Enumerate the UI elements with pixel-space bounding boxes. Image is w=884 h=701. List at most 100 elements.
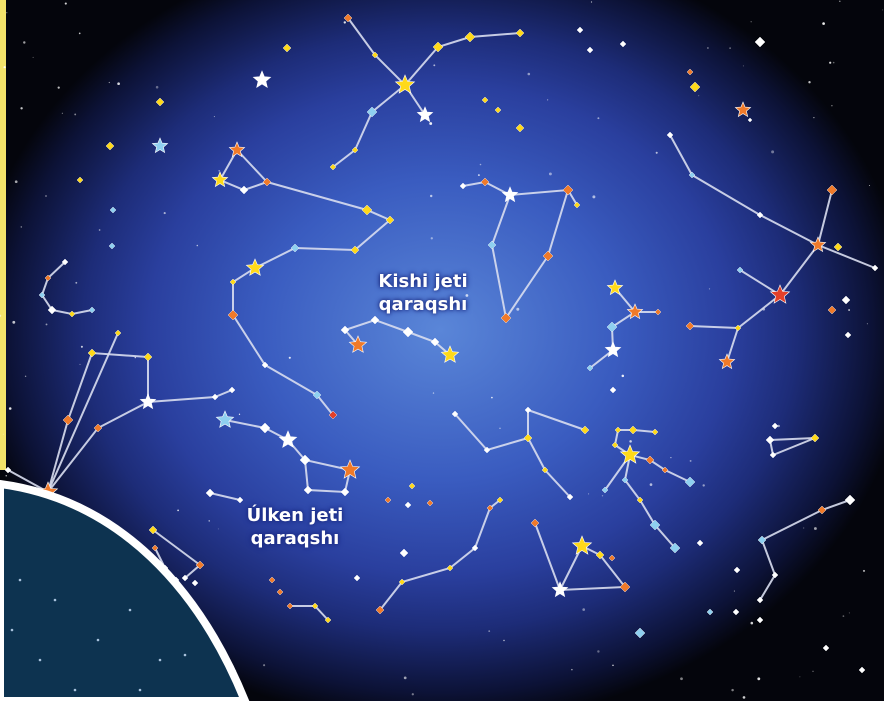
triangle-star xyxy=(810,433,820,443)
little-dipper-star xyxy=(430,337,440,347)
lower-left-star xyxy=(195,560,205,570)
background-star xyxy=(597,117,600,120)
triangle-star xyxy=(765,435,775,445)
background-star xyxy=(45,195,47,197)
lone-star xyxy=(426,499,434,507)
background-star xyxy=(0,314,2,317)
background-star xyxy=(61,112,63,114)
earth-star xyxy=(138,688,142,692)
boötes-line xyxy=(462,180,578,206)
hydra-star xyxy=(375,605,385,615)
draco-star xyxy=(290,243,300,253)
boötes-star xyxy=(480,177,490,187)
cygnus-star xyxy=(809,236,827,253)
perseus-star xyxy=(114,329,122,337)
background-star xyxy=(629,440,632,443)
background-star xyxy=(731,688,734,692)
draco-star xyxy=(262,177,272,187)
earth-horizon xyxy=(0,479,250,701)
background-star xyxy=(655,151,658,154)
cassiopeia-star xyxy=(88,306,96,314)
background-star xyxy=(842,615,845,617)
background-star xyxy=(812,670,814,672)
background-star xyxy=(238,413,241,415)
background-star xyxy=(432,392,435,394)
perseus-star xyxy=(4,466,12,474)
background-star xyxy=(208,520,210,522)
draco-star xyxy=(361,204,373,216)
background-star xyxy=(680,677,683,681)
background-star xyxy=(527,72,531,76)
background-star xyxy=(12,320,16,324)
lone-star xyxy=(268,576,276,584)
background-star xyxy=(866,323,868,325)
lone-star xyxy=(76,176,84,184)
triangle-star xyxy=(771,422,779,430)
hydra-star xyxy=(496,496,504,504)
boötes-star xyxy=(500,312,512,324)
top-center-star xyxy=(343,13,353,23)
background-star xyxy=(14,180,18,184)
hercules-star xyxy=(628,425,638,435)
cassiopeia-star xyxy=(44,274,52,282)
background-star xyxy=(20,226,23,228)
background-star xyxy=(750,621,754,625)
earth-star xyxy=(96,638,100,642)
right-chain-line xyxy=(759,499,851,601)
boötes-star xyxy=(501,186,519,203)
cygnus-line xyxy=(726,327,739,363)
background-star xyxy=(757,677,761,681)
earth-star xyxy=(10,628,14,632)
background-star xyxy=(75,281,78,284)
lone-star xyxy=(399,548,409,558)
perseus-star xyxy=(143,352,153,362)
hydra-star xyxy=(398,578,406,586)
background-star xyxy=(829,61,832,64)
lower-left-star xyxy=(148,525,158,535)
top-center-star xyxy=(351,146,359,154)
top-center-star xyxy=(394,74,416,94)
perseus-star xyxy=(211,393,219,401)
lone-star xyxy=(494,106,502,114)
background-star xyxy=(98,229,101,231)
small-bottom-star xyxy=(236,496,244,504)
earth-star xyxy=(18,578,22,582)
cassiopeia-star xyxy=(38,291,46,299)
hydra-star xyxy=(446,564,454,572)
lower-left-star xyxy=(181,574,189,582)
background-star xyxy=(698,95,700,97)
lone-star xyxy=(858,666,866,674)
background-star xyxy=(155,85,159,89)
coma-line xyxy=(527,409,586,431)
background-star xyxy=(621,374,625,378)
coma-star xyxy=(483,446,491,454)
hercules-star xyxy=(601,486,609,494)
background-star xyxy=(263,664,266,667)
coma-star xyxy=(580,425,590,435)
background-star xyxy=(706,47,709,49)
cygnus-star xyxy=(718,353,736,370)
background-star xyxy=(2,433,4,435)
small-bottom-star xyxy=(286,602,294,610)
background-star xyxy=(601,495,604,497)
lone-star xyxy=(481,96,489,104)
background-star xyxy=(117,82,120,86)
right-chain-star xyxy=(757,535,767,545)
background-star xyxy=(3,66,6,69)
background-star xyxy=(832,61,835,64)
background-star xyxy=(771,150,775,154)
draco-star xyxy=(328,410,338,420)
leo-star xyxy=(595,550,605,560)
lone-star xyxy=(734,101,752,118)
big-dipper-star xyxy=(339,459,361,479)
background-star xyxy=(218,170,220,172)
little-dipper-label: Kishi jeti qaraqshı xyxy=(378,271,468,315)
coma-line xyxy=(454,413,571,498)
big-dipper-star xyxy=(299,454,311,466)
little-dipper-star xyxy=(340,325,350,335)
background-star xyxy=(670,456,672,459)
background-star xyxy=(813,117,815,119)
draco-star xyxy=(350,245,360,255)
small-bottom-line xyxy=(289,605,329,621)
hydra-star xyxy=(471,544,479,552)
